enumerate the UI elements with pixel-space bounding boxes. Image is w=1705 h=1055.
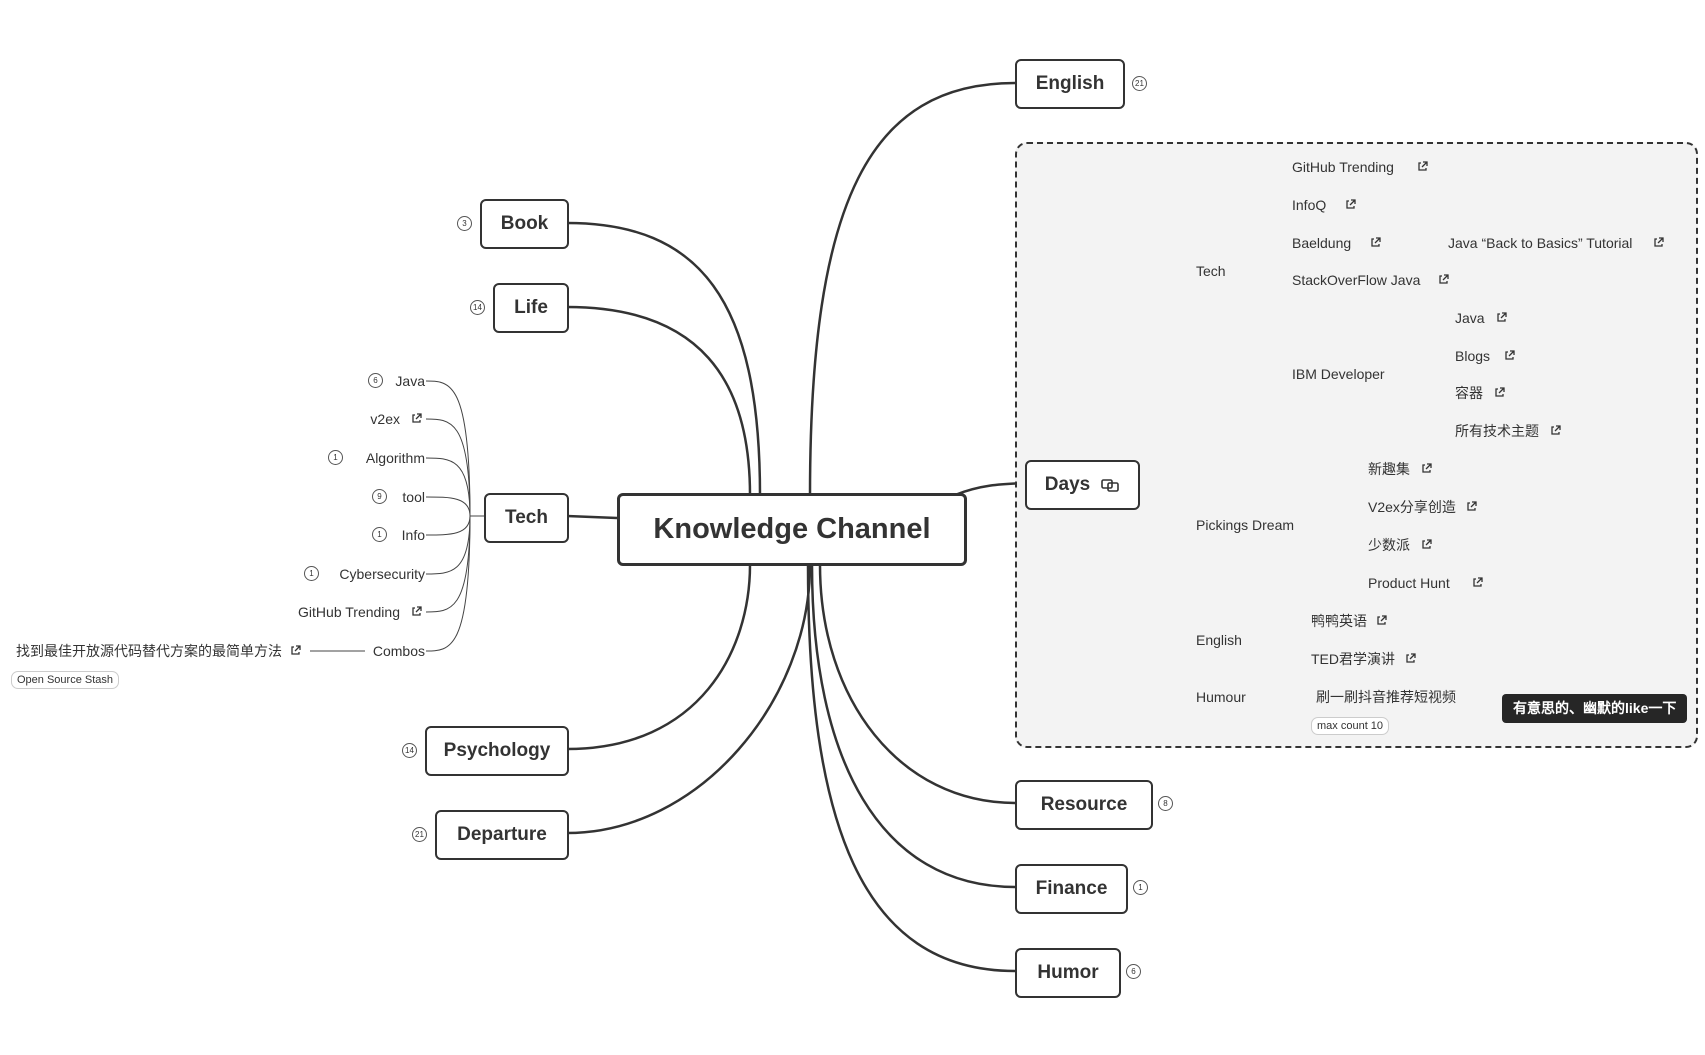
tech-child-v2ex[interactable]: v2ex	[370, 411, 400, 427]
topic-resource[interactable]: Resource	[1015, 780, 1153, 830]
topic-departure-label: Departure	[457, 824, 547, 845]
topic-psychology-label: Psychology	[443, 740, 551, 761]
days-tech-ibm-developer[interactable]: IBM Developer	[1292, 366, 1385, 382]
central-topic[interactable]: Knowledge Channel	[617, 493, 967, 566]
tech-child-info-count[interactable]: 1	[372, 527, 387, 542]
tech-child-cybersecurity[interactable]: Cybersecurity	[339, 566, 425, 582]
external-link-icon[interactable]	[1421, 463, 1432, 474]
link-topic-icon[interactable]	[1100, 477, 1120, 493]
external-link-icon[interactable]	[1550, 425, 1561, 436]
ibm-child-blogs[interactable]: Blogs	[1455, 348, 1491, 364]
topic-departure-count[interactable]: 21	[412, 827, 427, 842]
days-tech[interactable]: Tech	[1196, 263, 1226, 279]
tech-child-tool[interactable]: tool	[402, 489, 425, 505]
external-link-icon[interactable]	[411, 413, 422, 424]
days-tech-baeldung[interactable]: Baeldung	[1292, 235, 1352, 251]
days-tech-infoq[interactable]: InfoQ	[1292, 197, 1327, 213]
tech-child-algorithm-count[interactable]: 1	[328, 450, 343, 465]
english-item-2[interactable]: TED君学演讲	[1311, 651, 1395, 667]
topic-life-label: Life	[514, 297, 548, 318]
external-link-icon[interactable]	[290, 645, 301, 656]
days-tech-baeldung-tutorial[interactable]: Java “Back to Basics” Tutorial	[1448, 235, 1633, 251]
humour-item[interactable]: 刷一刷抖音推荐短视频	[1316, 689, 1456, 705]
tech-child-tool-count[interactable]: 9	[372, 489, 387, 504]
topic-days-label: Days	[1044, 474, 1091, 495]
topic-humor-count[interactable]: 6	[1126, 964, 1141, 979]
days-pickings-dream[interactable]: Pickings Dream	[1196, 517, 1295, 533]
external-link-icon[interactable]	[1472, 577, 1483, 588]
topic-humor[interactable]: Humor	[1015, 948, 1121, 998]
topic-days[interactable]: Days	[1025, 460, 1140, 510]
pickings-item-2[interactable]: V2ex分享创造	[1368, 499, 1456, 515]
days-tech-stackoverflow[interactable]: StackOverFlow Java	[1292, 272, 1421, 288]
topic-psychology[interactable]: Psychology	[425, 726, 569, 776]
external-link-icon[interactable]	[1421, 539, 1432, 550]
days-tech-github-trending[interactable]: GitHub Trending	[1292, 159, 1394, 175]
ibm-child-all-topics[interactable]: 所有技术主题	[1455, 423, 1539, 439]
tech-child-combos[interactable]: Combos	[372, 643, 425, 659]
topic-english-count[interactable]: 21	[1132, 76, 1147, 91]
pickings-item-4[interactable]: Product Hunt	[1368, 575, 1450, 591]
external-link-icon[interactable]	[411, 606, 422, 617]
topic-finance[interactable]: Finance	[1015, 864, 1128, 914]
topic-life[interactable]: Life	[493, 283, 569, 333]
combos-child-label[interactable]: 找到最佳开放源代码替代方案的最简单方法	[16, 643, 282, 659]
topic-tech[interactable]: Tech	[484, 493, 569, 543]
topic-resource-count[interactable]: 8	[1158, 796, 1173, 811]
external-link-icon[interactable]	[1345, 199, 1356, 210]
topic-english[interactable]: English	[1015, 59, 1125, 109]
topic-psychology-count[interactable]: 14	[402, 743, 417, 758]
label-tag: Open Source Stash	[11, 671, 120, 689]
days-english[interactable]: English	[1196, 632, 1242, 648]
external-link-icon[interactable]	[1653, 237, 1664, 248]
topic-book-count[interactable]: 3	[457, 216, 472, 231]
ibm-child-java[interactable]: Java	[1455, 310, 1485, 326]
summary-topic[interactable]: 有意思的、幽默的like一下	[1502, 694, 1688, 723]
external-link-icon[interactable]	[1405, 653, 1416, 664]
topic-life-count[interactable]: 14	[470, 300, 485, 315]
external-link-icon[interactable]	[1370, 237, 1381, 248]
external-link-icon[interactable]	[1417, 161, 1428, 172]
pickings-item-1[interactable]: 新趣集	[1368, 461, 1410, 477]
topic-book[interactable]: Book	[480, 199, 569, 249]
external-link-icon[interactable]	[1496, 312, 1507, 323]
tech-child-info[interactable]: Info	[401, 527, 425, 543]
tech-child-algorithm[interactable]: Algorithm	[365, 450, 425, 466]
topic-book-label: Book	[500, 213, 549, 234]
topic-resource-label: Resource	[1040, 794, 1128, 815]
label-tag: max count 10	[1311, 717, 1390, 735]
external-link-icon[interactable]	[1466, 501, 1477, 512]
topic-english-label: English	[1035, 73, 1105, 94]
topic-finance-count[interactable]: 1	[1133, 880, 1148, 895]
central-topic-label: Knowledge Channel	[653, 513, 931, 545]
tech-child-github-trending[interactable]: GitHub Trending	[298, 604, 400, 620]
tech-child-java-count[interactable]: 6	[368, 373, 383, 388]
topic-finance-label: Finance	[1035, 878, 1108, 899]
tech-child-cybersecurity-count[interactable]: 1	[304, 566, 319, 581]
external-link-icon[interactable]	[1438, 274, 1449, 285]
topic-tech-label: Tech	[505, 507, 548, 528]
days-boundary	[1015, 142, 1698, 748]
pickings-item-3[interactable]: 少数派	[1368, 537, 1410, 553]
english-item-1[interactable]: 鸭鸭英语	[1311, 613, 1367, 629]
external-link-icon[interactable]	[1376, 615, 1387, 626]
topic-departure[interactable]: Departure	[435, 810, 569, 860]
tech-child-java[interactable]: Java	[395, 373, 425, 389]
external-link-icon[interactable]	[1494, 387, 1505, 398]
ibm-child-containers[interactable]: 容器	[1455, 385, 1483, 401]
days-humour[interactable]: Humour	[1196, 689, 1246, 705]
external-link-icon[interactable]	[1504, 350, 1515, 361]
topic-humor-label: Humor	[1037, 962, 1099, 983]
